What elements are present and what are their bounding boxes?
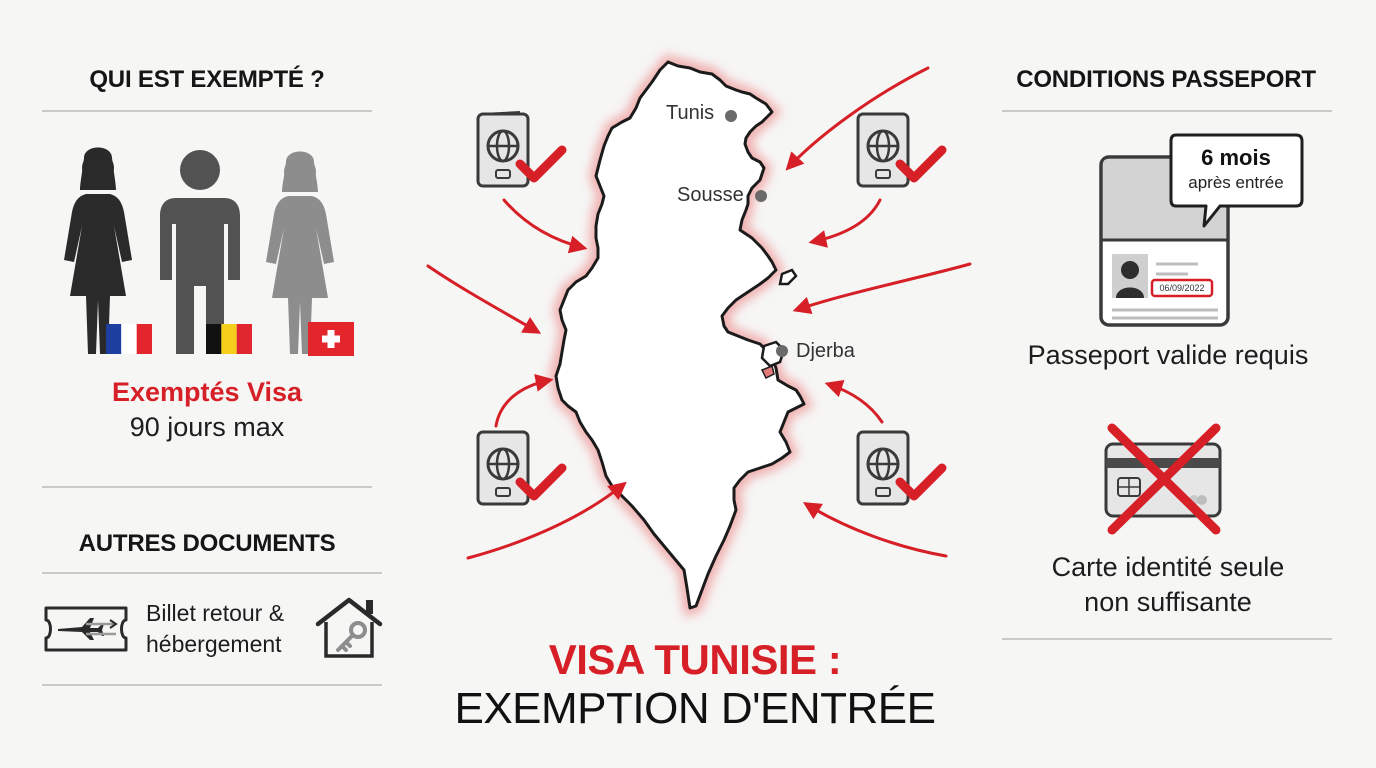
docs-text-line1: Billet retour & [146, 600, 285, 626]
passport-caption: Passeport valide requis [1027, 340, 1309, 370]
woman-icon [64, 147, 132, 354]
divider [42, 572, 382, 574]
divider [42, 110, 372, 112]
arrow [824, 380, 884, 424]
id-caption: Carte identité seule non suffisante [996, 550, 1340, 620]
divider [1002, 638, 1332, 640]
arrow [494, 374, 554, 428]
belgium-flag-icon [206, 324, 252, 354]
passport-check-icon [476, 111, 567, 188]
exempt-headline: Exemptés Visa [111, 377, 303, 407]
divider [42, 684, 382, 686]
plane-ticket-icon [44, 606, 128, 652]
id-caption-line2: non suffisante [1084, 587, 1252, 617]
arrow [785, 66, 930, 171]
djerba-dot [776, 345, 788, 357]
map-outline [554, 60, 806, 610]
docs-text-line2: hébergement [146, 631, 282, 657]
house-key-icon [315, 597, 383, 658]
sousse-dot [755, 190, 767, 202]
docs-section-title: AUTRES DOCUMENTS [78, 530, 336, 557]
arrow [466, 481, 627, 560]
arrow [808, 198, 882, 248]
arrow [426, 264, 542, 334]
divider [1002, 110, 1332, 112]
passport-check-icon [856, 112, 947, 188]
city-label-tunis: Tunis [666, 102, 715, 124]
bubble-strong: 6 mois [1201, 145, 1271, 170]
exempt-duration: 90 jours max [129, 412, 285, 442]
city-label-sousse: Sousse [677, 184, 744, 206]
france-flag-icon [106, 324, 152, 354]
arrow [502, 198, 588, 254]
bubble-small: après entrée [1188, 173, 1284, 192]
docs-text: Billet retour & hébergement [146, 598, 284, 660]
exempt-section-title: QUI EST EXEMPTÉ ? [89, 66, 325, 93]
main-title-line2: EXEMPTION D'ENTRÉE [454, 684, 936, 733]
id-caption-line1: Carte identité seule [1051, 552, 1285, 582]
tunisia-map [426, 54, 972, 618]
passport-date: 06/09/2022 [1159, 283, 1205, 293]
divider [42, 486, 372, 488]
passport-section-title: CONDITIONS PASSEPORT [1016, 66, 1316, 93]
city-label-djerba: Djerba [796, 340, 855, 362]
woman-icon [266, 151, 334, 354]
tunis-dot [725, 110, 737, 122]
id-card-crossed-icon [1104, 423, 1222, 535]
speech-bubble [1169, 133, 1304, 228]
passport-check-icon [856, 430, 947, 506]
arrow [802, 502, 948, 558]
passport-check-icon [476, 430, 567, 506]
arrow [792, 262, 972, 314]
man-icon [160, 150, 240, 354]
main-title-line1: VISA TUNISIE : [548, 636, 842, 683]
people-group [64, 147, 334, 354]
kerkennah-island [778, 268, 798, 286]
arrows [426, 66, 972, 560]
djerba-accent [760, 364, 775, 380]
switzerland-flag-icon [308, 322, 354, 356]
